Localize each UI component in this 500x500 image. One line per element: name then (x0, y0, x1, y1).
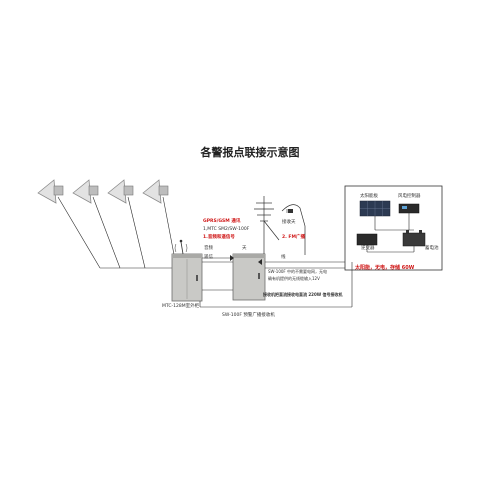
speaker-cables (57, 196, 179, 271)
solar-power-note: 太阳能，无电，存储 60W (355, 265, 415, 271)
audio-label: 音频 (204, 246, 213, 251)
horn-speaker-1 (37, 179, 64, 204)
power-lines (199, 259, 353, 308)
cabinet-interconnect (202, 255, 234, 291)
bottom-note: 接收机把直流接收电直流 220W 信号接收机 (263, 292, 343, 297)
left-cabinet-caption: MTC-128M室外柜 (162, 304, 200, 309)
right-cabinet (232, 253, 266, 301)
inverter-label: 逆变器 (361, 246, 375, 251)
antenna-label: 接收天 (282, 220, 296, 225)
fm-label: 2. FM广播 (282, 235, 305, 240)
gprs-label: GPRS/GSM 通讯 (203, 219, 241, 224)
diagram-title: 各警报点联接示意图 (200, 146, 300, 159)
mast-antenna (254, 196, 280, 254)
solar-panel-label: 太阳能板 (360, 194, 378, 199)
horn-speaker-4 (142, 179, 169, 204)
tian-label: 天 (242, 246, 247, 251)
solar-system-box (344, 185, 443, 271)
controller-note-2: 确有机提供的无线缆输入12V (268, 276, 320, 281)
voice-alarm-label: 1.音频和遥信号 (203, 235, 235, 240)
xian-label: 线 (281, 255, 286, 260)
remote-label: 遥信 (204, 255, 213, 260)
battery-label: 蓄电池 (425, 246, 439, 251)
horn-speaker-group (37, 179, 169, 204)
solar-controller-label: 风电控制器 (398, 194, 421, 199)
horn-speaker-2 (72, 179, 99, 204)
left-cabinet (171, 239, 203, 302)
right-cabinet-caption: SW-100F 预警广播接收机 (222, 313, 275, 318)
power-plug (281, 204, 306, 255)
controller-note-1: SW-100F 中的不需要电网，无电 (268, 269, 327, 274)
model-label: 1,MTC SM2/SW-100F (203, 227, 250, 232)
horn-speaker-3 (107, 179, 134, 204)
